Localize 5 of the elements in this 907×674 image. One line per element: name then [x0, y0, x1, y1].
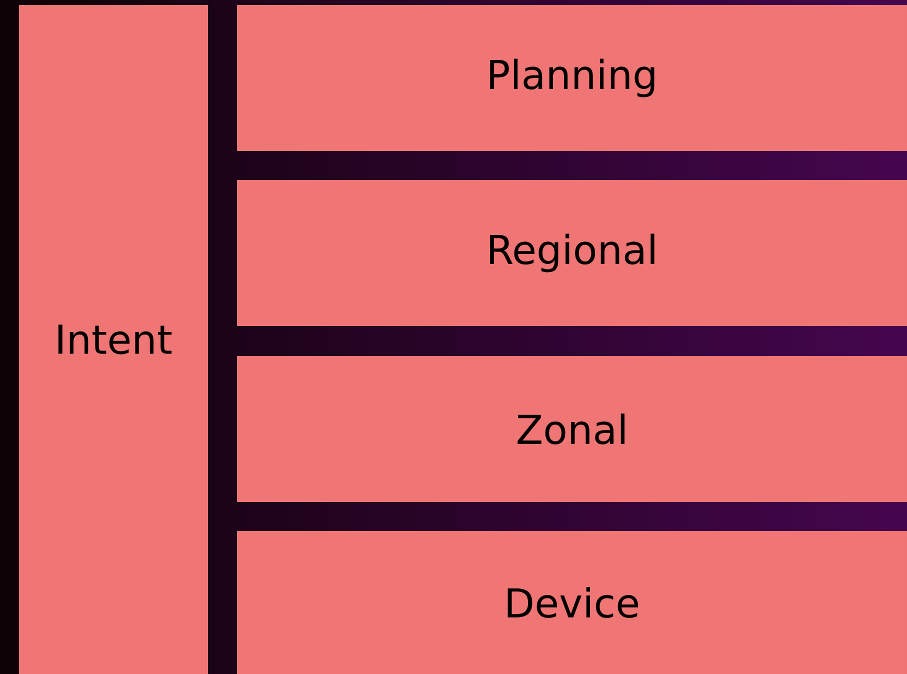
layer-box: Zonal [237, 356, 907, 502]
layer-box: Planning [237, 5, 907, 151]
layer-box: Regional [237, 180, 907, 326]
layer-box: Intent [19, 5, 208, 674]
layer-box: Device [237, 531, 907, 674]
